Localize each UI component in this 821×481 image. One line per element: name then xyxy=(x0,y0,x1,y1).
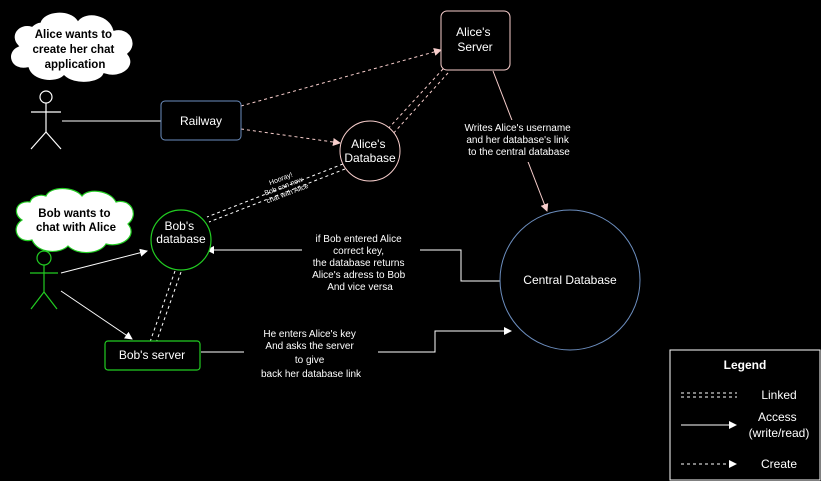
svg-text:Linked: Linked xyxy=(761,388,796,402)
legend-item-create: Create xyxy=(681,457,797,471)
cloud-bob-thought: Bob wants to chat with Alice xyxy=(15,187,134,254)
svg-text:Alice's Server: Alice's Server xyxy=(456,25,494,54)
svg-text:Alice wants to create he: Alice wants to create her chat applicati… xyxy=(32,29,117,71)
node-bobs-server[interactable]: Bob's server xyxy=(104,340,201,371)
label-writes-username: Writes Alice's username and her database… xyxy=(453,120,584,162)
svg-text:Create: Create xyxy=(761,457,797,471)
cloud-alice-thought: Alice wants to create her chat applicati… xyxy=(9,11,134,84)
svg-text:Hooray! Bob can now: Hooray! Bob can now chat with Alice xyxy=(260,168,310,205)
label-database-returns: if Bob entered Alice correct key, the da… xyxy=(302,233,420,293)
bob-actor-icon xyxy=(30,250,58,310)
node-alice-database[interactable]: Alice's Database xyxy=(339,120,401,182)
legend-item-access: Access (write/read) xyxy=(681,410,809,440)
node-railway[interactable]: Railway xyxy=(160,100,242,141)
svg-text:Central Database: Central Database xyxy=(523,273,617,287)
svg-text:Bob's database: Bob's database xyxy=(156,219,206,246)
node-alice-server[interactable]: Alice's Server xyxy=(440,10,511,71)
alice-actor-icon xyxy=(30,90,62,150)
svg-text:Alice's Database: Alice's Database xyxy=(344,137,396,165)
node-bobs-database[interactable]: Bob's database xyxy=(150,209,212,271)
edge-alice-bob-database-link xyxy=(206,163,346,223)
edge-railway-alice-server xyxy=(240,48,442,107)
label-hooray: Hooray! Bob can now chat with Alice xyxy=(260,168,310,205)
svg-text:Bob wants to chat with A: Bob wants to chat with Alice xyxy=(36,208,116,234)
legend-item-linked: Linked xyxy=(681,388,797,402)
edge-bob-to-server xyxy=(60,290,133,340)
svg-text:Writes Alice's username: Writes Alice's username and her database… xyxy=(465,123,574,158)
svg-text:Access (write/read): Access (write/read) xyxy=(749,410,810,440)
edge-bob-database-server-link xyxy=(149,270,182,344)
edge-alice-server-database-link xyxy=(385,68,449,137)
edge-railway-alice-database xyxy=(240,128,341,146)
svg-text:if Bob entered Alice cor: if Bob entered Alice correct key, the da… xyxy=(312,234,408,293)
svg-text:Bob's server: Bob's server xyxy=(119,348,185,362)
node-central-database[interactable]: Central Database xyxy=(499,209,641,351)
svg-text:He enters Alice's key An: He enters Alice's key And asks the serve… xyxy=(261,329,362,380)
label-enters-key: He enters Alice's key And asks the serve… xyxy=(244,326,378,380)
legend: Legend Linked Access (write/read) Create xyxy=(669,349,821,481)
svg-text:Railway: Railway xyxy=(180,114,222,128)
edge-bob-to-database xyxy=(60,248,148,274)
legend-title: Legend xyxy=(724,358,767,372)
